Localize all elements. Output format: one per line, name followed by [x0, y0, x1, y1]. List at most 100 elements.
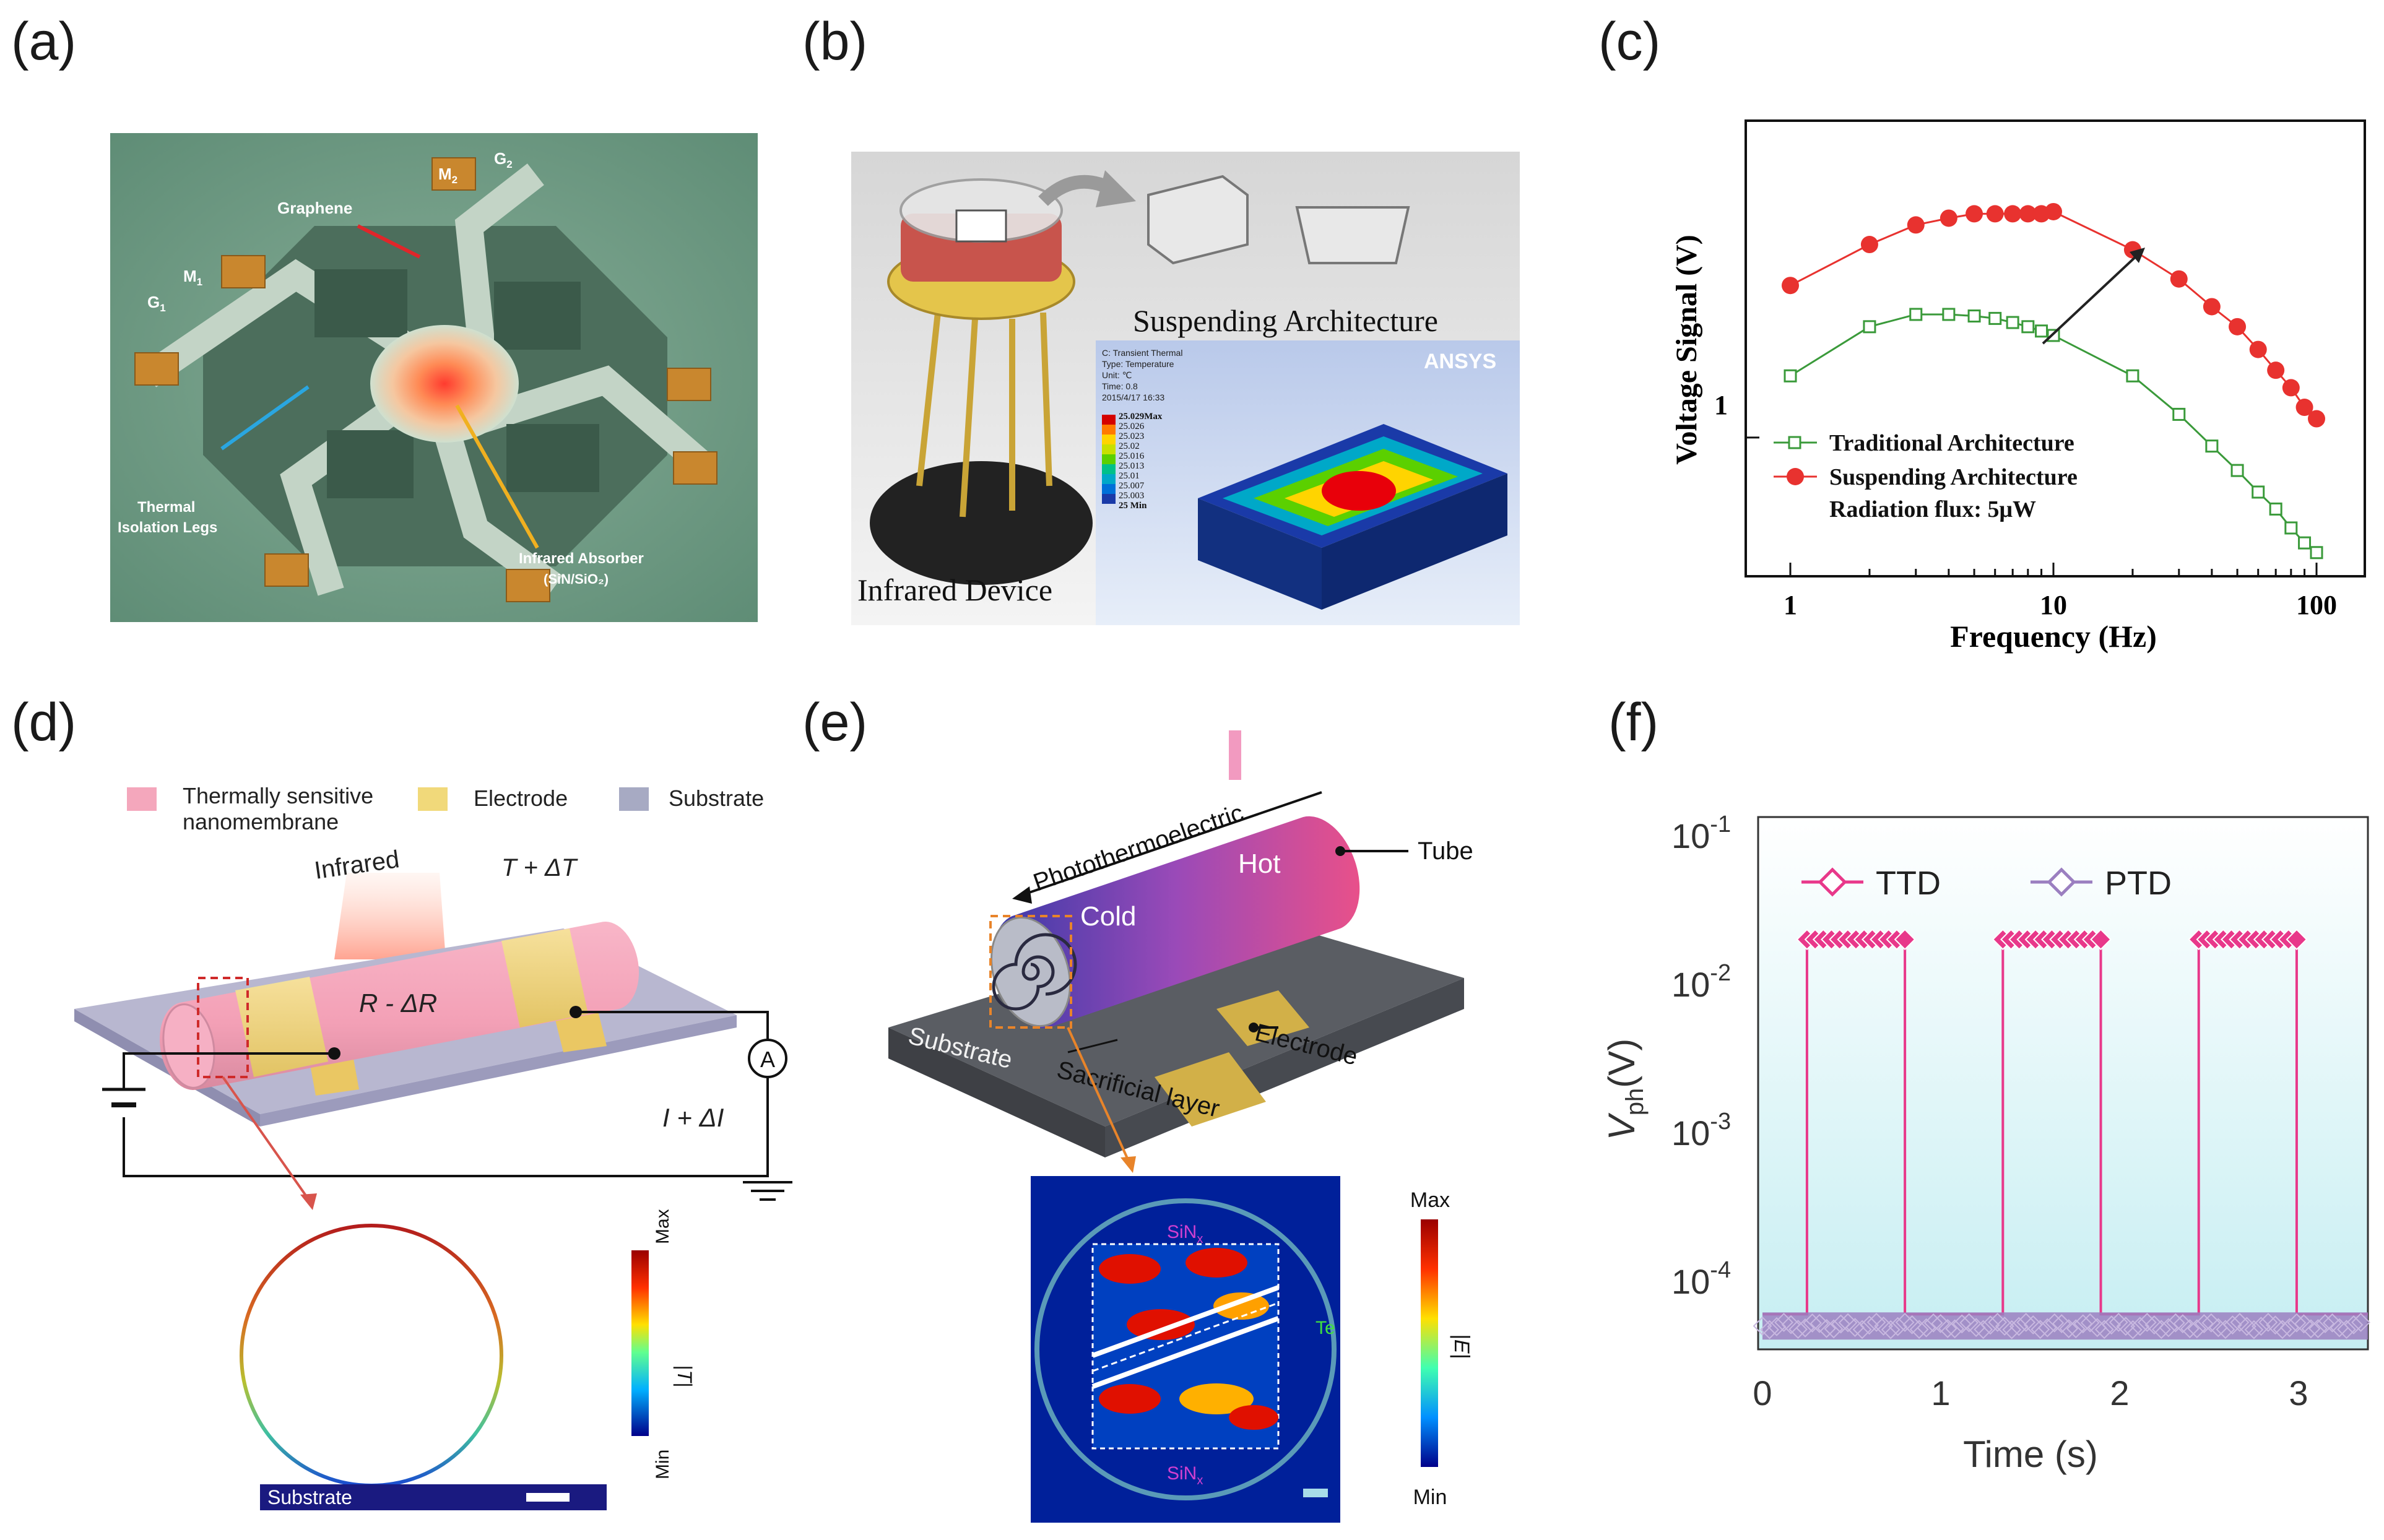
data-point-ptd: [2045, 1313, 2065, 1333]
absorber-arrow: [455, 404, 539, 549]
data-point-traditional: [2205, 439, 2219, 453]
data-point-suspending: [2229, 318, 2247, 335]
y-axis-label-main: V: [1601, 1112, 1642, 1140]
graphene-label: Graphene: [277, 199, 352, 217]
panel-label-c: (c): [1598, 12, 1661, 71]
panel-b-illustration: Suspending Architecture Infrared Device …: [851, 152, 1520, 625]
sim-info-4: Time: 0.8: [1102, 381, 1138, 391]
data-point-ptd: [2351, 1312, 2370, 1332]
data-point-ptd: [1881, 1320, 1901, 1339]
data-point-suspending: [2308, 410, 2325, 428]
sim-legend-v3: 25.02: [1119, 441, 1140, 451]
y-axis-label-sub: ph: [1621, 1088, 1649, 1116]
substrate-edge-front: [260, 1015, 737, 1127]
data-point-ptd: [2130, 1317, 2150, 1336]
plot-area-frame: [1745, 119, 2366, 578]
y-tick-1e-3-base: 10: [1671, 1114, 1710, 1153]
data-point-traditional: [2284, 521, 2298, 535]
infrared-device-label: Infrared Device: [857, 573, 1052, 607]
y-tick-1e-4: 10-4: [1671, 1257, 1731, 1301]
legend-label-substrate: Substrate: [669, 785, 764, 811]
cavity-window-2: [494, 282, 581, 350]
data-point-suspending: [2203, 298, 2221, 316]
direction-arrow: [1018, 791, 1322, 898]
data-point-ptd: [2315, 1314, 2335, 1333]
data-point-ptd: [1923, 1313, 1943, 1333]
data-point-traditional: [2269, 502, 2282, 516]
legend-swatch-electrode: [418, 787, 448, 811]
t-delta-label: T + ΔT: [501, 854, 578, 881]
data-point-ptd: [2016, 1312, 2036, 1332]
panel-label-d: (d): [11, 693, 77, 752]
x-tick-1: 1: [1784, 590, 1797, 620]
zoom-box: [989, 915, 1072, 1029]
g2-label-sub: 2: [506, 158, 512, 170]
legend-label-nanomembrane-2: nanomembrane: [183, 809, 339, 834]
data-point-ptd: [2251, 1317, 2271, 1336]
data-point-ptd: [2123, 1320, 2143, 1339]
data-point-ptd: [2258, 1312, 2278, 1332]
temperature-colorbar: [631, 1250, 649, 1436]
g1-label: G1: [147, 293, 166, 314]
data-point-traditional: [2310, 546, 2323, 560]
sim-legend-v0: 25.029Max: [1119, 412, 1163, 422]
y-axis-label-unit: (V): [1601, 1039, 1642, 1088]
data-point-ptd: [1974, 1320, 1993, 1339]
data-point-ptd: [1860, 1315, 1879, 1335]
y-tick-labels: 10-1 10-2 10-3 10-4: [1671, 811, 1731, 1301]
x-tick-0: 0: [1753, 1373, 1772, 1412]
device-pins: [916, 312, 1052, 517]
voltage-vs-frequency-chart: 1 10 100 1 Frequency (Hz) Voltage Signal…: [1670, 119, 2366, 654]
data-point-traditional: [1988, 311, 2002, 325]
direction-arrow-head: [1012, 886, 1032, 904]
data-point-ttd: [2286, 928, 2308, 951]
data-point-traditional: [1863, 320, 1876, 334]
data-point-traditional: [2172, 407, 2186, 421]
resistance-label: R - ΔR: [359, 988, 437, 1018]
electrode-band-left: [235, 977, 328, 1077]
sim-legend-v1: 25.026: [1119, 422, 1145, 431]
data-point-ptd: [2151, 1320, 2171, 1339]
sinx-top-main: SiN: [1167, 1222, 1197, 1242]
m1-label-sub: 1: [197, 276, 202, 288]
sim-legend-values: 25.029Max 25.026 25.023 25.02 25.016 25.…: [1119, 412, 1163, 511]
chart-series: [1782, 202, 2325, 560]
metal-pads: [134, 157, 717, 602]
data-point-ptd: [2216, 1320, 2235, 1339]
chart-legend: Traditional Architecture Suspending Arch…: [1774, 430, 2078, 522]
legend-marker-ptd: [2047, 867, 2076, 897]
zoom-arrow-head: [300, 1193, 317, 1210]
g1-label-sub: 1: [160, 302, 165, 314]
data-point-traditional: [1784, 369, 1797, 383]
data-point-ptd: [2059, 1319, 2079, 1338]
absorber-label-line2: (SiN/SiO₂): [544, 571, 609, 587]
electrode-band-right: [501, 928, 588, 1027]
graphene-arrow: [357, 224, 421, 259]
colorbar-min-label: Min: [652, 1450, 673, 1479]
legs-label-line2: Isolation Legs: [118, 519, 217, 536]
x-tick-3: 3: [2289, 1373, 2308, 1412]
data-point-suspending: [1940, 209, 1957, 227]
sim-legend-swatches: [1102, 415, 1116, 504]
sim-legend-v7: 25.007: [1119, 481, 1145, 491]
legend-label-nanomembrane-1: Thermally sensitive: [183, 783, 373, 808]
data-point-traditional: [2035, 324, 2048, 338]
circuit-wire-3: [123, 1077, 769, 1177]
chart-series: [1753, 928, 2370, 1340]
data-point-ptd: [1895, 1313, 1915, 1332]
legend-swatch-nanomembrane: [127, 787, 157, 811]
sim-legend-v6: 25.01: [1119, 471, 1140, 481]
tube-label: Tube: [1418, 837, 1473, 865]
y-tick-1e-4-exp: -4: [1710, 1257, 1731, 1283]
field-hotspots: [1099, 1248, 1278, 1430]
ammeter-label: A: [760, 1047, 775, 1072]
data-point-suspending: [2267, 361, 2285, 379]
sinx-top-sub: x: [1197, 1232, 1203, 1246]
cavity-window-1: [314, 269, 407, 337]
data-point-suspending: [2045, 202, 2062, 220]
data-point-traditional: [2230, 464, 2244, 477]
sim-legend-v2: 25.023: [1119, 431, 1144, 441]
y-tick-1: 1: [1714, 390, 1728, 420]
data-point-ptd: [1995, 1317, 2014, 1336]
y-tick-1e-4-base: 10: [1671, 1262, 1710, 1301]
